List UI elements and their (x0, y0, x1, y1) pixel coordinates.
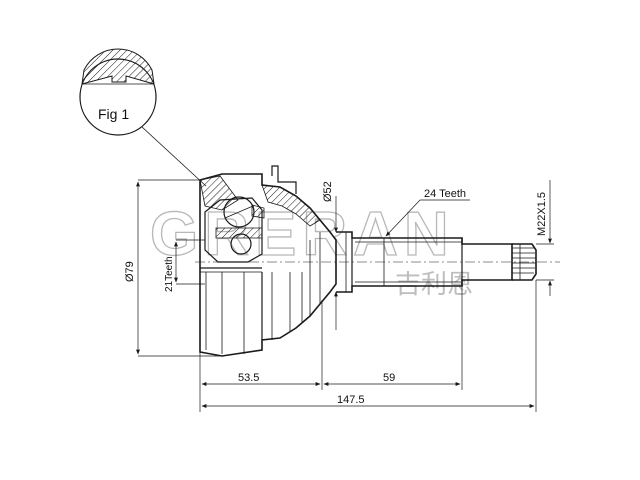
seal-diameter-label: Ø52 (322, 181, 334, 202)
fig-1-label: Fig 1 (98, 106, 129, 122)
shaft-outline (336, 231, 513, 293)
dim-24-leader (385, 199, 421, 237)
outer-spline-label: 24 Teeth (424, 188, 466, 200)
dim-length-a: 53.5 (199, 300, 323, 412)
inner-race (204, 196, 265, 263)
thread-lines (512, 247, 536, 274)
top-tab (271, 165, 297, 194)
dim-outer-diameter: Ø79 (124, 179, 222, 357)
length-b-label: 59 (383, 372, 395, 384)
dim-thread: M22X1.5 (536, 180, 554, 296)
dim-inner-spline: 21Teeth (164, 239, 205, 292)
length-a-label: 53.5 (238, 372, 259, 384)
dim-overall-length: 147.5 (201, 280, 537, 412)
inner-spline-label: 21Teeth (164, 256, 175, 292)
thread-outline (512, 243, 537, 281)
watermark-brand-cn: 吉利恩 (395, 270, 473, 300)
overall-length-label: 147.5 (337, 394, 365, 406)
cage-hatch (251, 204, 265, 219)
outer-diameter-label: Ø79 (124, 261, 136, 282)
detail-hatched-section (81, 48, 155, 85)
ball-upper-line (224, 205, 254, 219)
dim-length-b: 59 (323, 286, 463, 390)
housing-hatch-neck (261, 184, 321, 227)
dim-outer-spline: 24 Teeth (385, 188, 470, 237)
threaded-end (512, 243, 537, 281)
top-tab-outline (271, 165, 297, 194)
dim-seal-diameter: Ø52 (322, 181, 338, 330)
detail-fig-1: Fig 1 (79, 48, 207, 187)
inner-race-hatch (215, 227, 263, 239)
detail-leader (141, 126, 207, 187)
stub-shaft (336, 231, 513, 293)
thread-label: M22X1.5 (536, 192, 548, 236)
